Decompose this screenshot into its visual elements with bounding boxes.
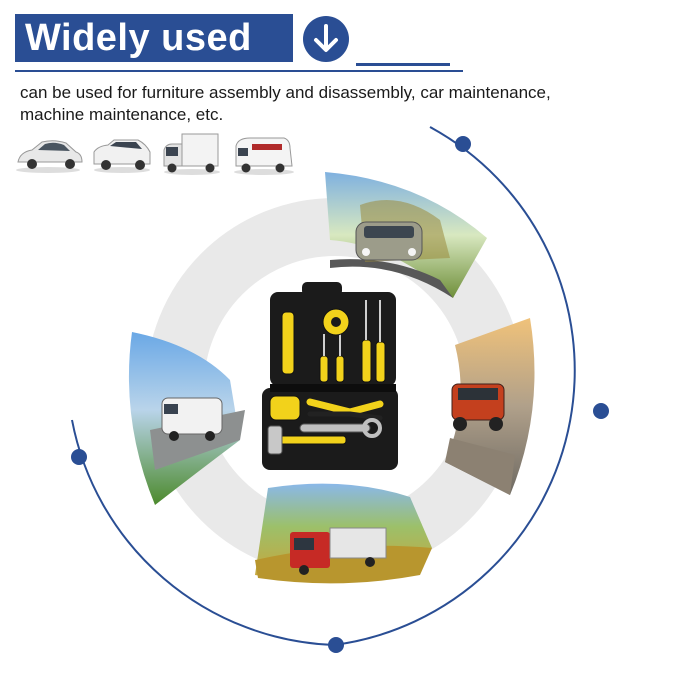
photo-rv-mountain — [128, 332, 245, 505]
orbit-dot-2 — [593, 403, 609, 419]
tape-measure — [269, 395, 301, 421]
sedan-car-icon — [16, 140, 83, 173]
box-truck-icon — [163, 133, 220, 175]
description-text: can be used for furniture assembly and d… — [20, 83, 551, 124]
hammer — [267, 425, 347, 455]
orbit-arc — [71, 126, 576, 647]
tool-case — [262, 282, 398, 470]
motorhome-icon — [234, 137, 294, 175]
suv-car-icon — [93, 139, 151, 173]
page-title: Widely used — [25, 16, 252, 59]
photo-car-road — [325, 172, 487, 298]
orbit-dot-3 — [328, 637, 344, 653]
photo-offroad-suv — [445, 318, 535, 495]
adjustable-wrench — [299, 418, 382, 438]
header-banner: Widely used — [15, 14, 293, 62]
pliers — [306, 398, 384, 421]
orbit-dot-1 — [455, 136, 471, 152]
header-underline — [15, 70, 463, 72]
photo-truck-countryside — [255, 483, 432, 584]
screwdriver-set — [319, 300, 386, 383]
header-underline-right — [356, 63, 450, 66]
utility-knife — [281, 311, 295, 375]
vehicle-icons-row — [16, 133, 294, 175]
orbit-dot-4 — [71, 449, 87, 465]
arrow-down-circle-icon — [303, 16, 349, 62]
